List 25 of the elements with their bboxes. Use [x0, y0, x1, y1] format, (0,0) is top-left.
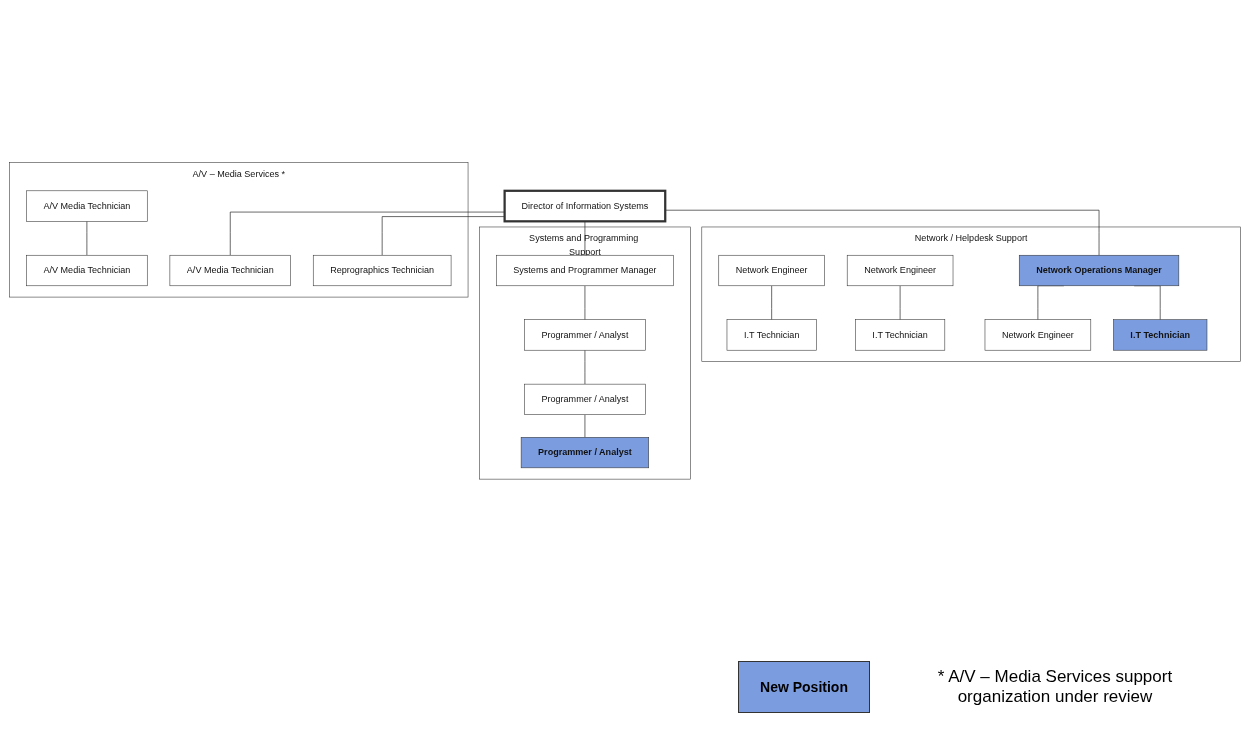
legend-swatch: New Position [738, 661, 870, 713]
node-box: Director of Information Systems [503, 189, 667, 223]
node-box: A/V Media Technician [26, 190, 148, 222]
connector [86, 221, 88, 256]
node-box: Network Engineer [846, 255, 954, 287]
connector [584, 285, 586, 321]
connector [381, 216, 505, 256]
connector [899, 285, 901, 321]
node-box: Network Engineer [984, 319, 1092, 351]
node-box: Programmer / Analyst [520, 437, 649, 469]
connector [229, 211, 505, 256]
node-box: Programmer / Analyst [524, 384, 646, 416]
node-box: Network Engineer [718, 255, 825, 287]
node-box: A/V Media Technician [26, 255, 148, 287]
node-box: Reprographics Technician [312, 255, 452, 287]
node-box: I.T Technician [726, 319, 817, 351]
node-box: Systems and Programmer Manager [496, 255, 674, 287]
connector [771, 285, 772, 321]
node-box: Network Operations Manager [1018, 255, 1180, 287]
connector [584, 221, 586, 256]
node-box: Programmer / Analyst [524, 319, 646, 351]
node-box: A/V Media Technician [169, 255, 291, 287]
node-box: I.T Technician [855, 319, 946, 351]
node-box: I.T Technician [1113, 319, 1208, 351]
footnote: * A/V – Media Services support organization under review [936, 667, 1174, 707]
